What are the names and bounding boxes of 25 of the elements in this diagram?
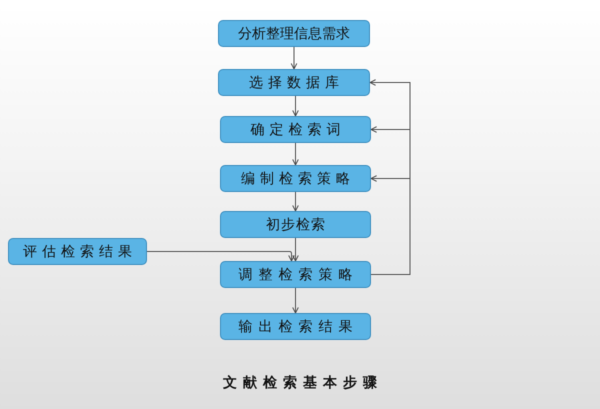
- step-label: 编制检索策略: [241, 170, 355, 188]
- process-box: [218, 69, 370, 96]
- process-box: [220, 261, 371, 288]
- process-box: [220, 116, 371, 143]
- step-label: 分析整理信息需求: [238, 24, 350, 42]
- step-label: 评估检索结果: [23, 242, 137, 260]
- process-box: [220, 313, 371, 340]
- arrow: [146, 251, 295, 262]
- arrow: [292, 142, 299, 166]
- arrow: [292, 288, 299, 314]
- process-box: [8, 238, 147, 265]
- arrow: [370, 175, 410, 275]
- arrow: [290, 46, 298, 70]
- process-box: [220, 211, 371, 238]
- step-label: 确定检索词: [250, 120, 346, 138]
- step-label: 选择数据库: [249, 74, 344, 92]
- arrow: [292, 238, 299, 262]
- step-label: 初步检索: [266, 216, 326, 234]
- arrow: [292, 96, 299, 116]
- process-box: [218, 20, 370, 47]
- arrow: [292, 192, 299, 212]
- process-box: [220, 165, 371, 192]
- step-label: 调整检索策略: [238, 266, 358, 284]
- caption: 文献检索基本步骤: [223, 374, 383, 392]
- step-label: 输出检索结果: [238, 318, 358, 336]
